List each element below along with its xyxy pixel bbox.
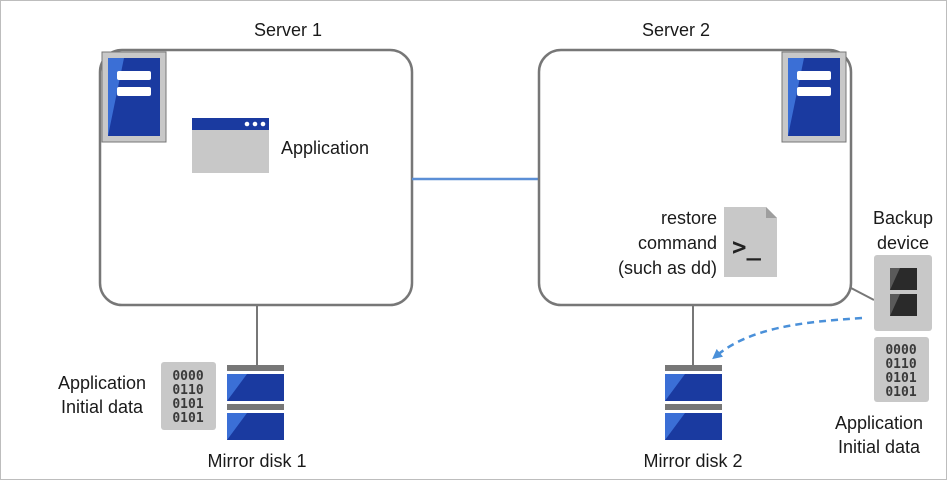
restore-dashed-arrow [712,316,863,360]
application-label: Application [281,138,369,158]
server2-label: Server 2 [642,20,710,40]
binary-data-icon-left: 0000 0110 0101 0101 [161,362,216,430]
binary-row: 0101 [172,411,203,426]
server2-icon [781,51,847,143]
binary-data-icon-right: 0000 0110 0101 0101 [874,337,929,402]
terminal-document-icon: >_ [724,207,777,277]
server1-icon [101,51,167,143]
initial-data-left-line2: Initial data [61,397,144,417]
restore-label-line2: command [638,233,717,253]
initial-data-right-line2: Initial data [838,437,921,457]
backup-device-icon[interactable] [874,255,932,331]
binary-row: 0110 [172,383,203,398]
terminal-prompt-icon: >_ [732,233,761,261]
binary-row: 0110 [885,357,916,372]
mirror-disk-1-icon[interactable] [227,365,284,440]
server1-label: Server 1 [254,20,322,40]
backup-connector-line [850,287,875,301]
binary-row: 0101 [885,371,916,386]
initial-data-right-line1: Application [835,413,923,433]
binary-row: 0101 [172,397,203,412]
binary-row: 0000 [885,343,916,358]
mirror-disk-1-label: Mirror disk 1 [207,451,306,471]
application-window-icon [192,118,269,173]
backup-label-line1: Backup [873,208,933,228]
binary-row: 0000 [172,369,203,384]
restore-label-line1: restore [661,208,717,228]
initial-data-left-line1: Application [58,373,146,393]
binary-row: 0101 [885,385,916,400]
backup-label-line2: device [877,233,929,253]
restore-label-line3: (such as dd) [618,258,717,278]
mirror-disk-2-label: Mirror disk 2 [643,451,742,471]
mirror-disk-2-icon[interactable] [665,365,722,440]
